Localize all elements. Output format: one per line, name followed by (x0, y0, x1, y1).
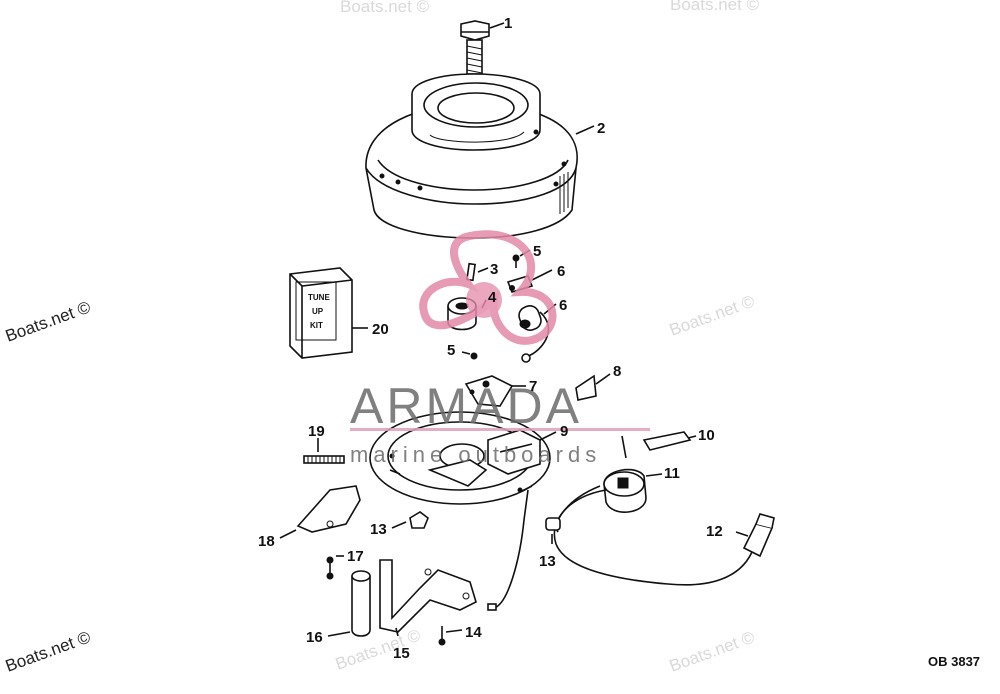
watermark-site: Boats.net © (667, 291, 758, 339)
screw-lower (470, 352, 478, 360)
condenser (518, 305, 550, 363)
watermark-site: Boats.net © (3, 627, 94, 675)
callout-7: 7 (529, 378, 537, 395)
screw-14 (438, 626, 446, 646)
throttle-link (379, 559, 477, 633)
callout-18: 18 (258, 533, 275, 550)
watermark-site: Boats.net © (667, 627, 758, 675)
kit-label-line3: KIT (310, 321, 323, 330)
callout-3: 3 (490, 261, 498, 278)
callout-9: 9 (560, 423, 568, 440)
callout-13: 13 (539, 553, 556, 570)
armature-plate (369, 411, 551, 505)
callout-8: 8 (613, 363, 621, 380)
callout-20: 20 (372, 321, 389, 338)
flywheel-bolt (460, 20, 490, 75)
watermark-site: Boats.net © (670, 0, 760, 14)
throttle-cam (296, 485, 361, 533)
sleeve (351, 570, 371, 637)
callout-16: 16 (306, 629, 323, 646)
watermark-site: Boats.net © (340, 0, 430, 16)
felt-wick (575, 374, 597, 401)
grommet-right (545, 517, 561, 531)
callout-6: 6 (559, 297, 567, 314)
callout-labels: 1 2 3 4 5 5 6 6 7 8 9 10 11 12 13 13 14 … (258, 15, 723, 662)
ground-wire (487, 489, 529, 611)
brand-subtitle: marine outboards (350, 442, 601, 467)
callout-15: 15 (393, 645, 410, 662)
breaker-point-assembly (464, 375, 514, 407)
armada-watermark: ARMADA marine outboards (350, 230, 650, 467)
ignition-coil (603, 435, 647, 513)
callout-5: 5 (533, 243, 541, 260)
spark-plug-boot (742, 513, 775, 558)
callout-6: 6 (557, 263, 565, 280)
spring (303, 455, 345, 464)
kit-label-line2: UP (312, 307, 324, 316)
callout-1: 1 (504, 15, 512, 32)
callout-5: 5 (447, 342, 455, 359)
spring-clip (642, 431, 692, 451)
brand-name: ARMADA (350, 378, 582, 434)
grommet-left (409, 511, 429, 529)
callout-13: 13 (370, 521, 387, 538)
leader-lines (279, 22, 749, 637)
callout-19: 19 (308, 423, 325, 440)
drawing-id: OB 3837 (928, 654, 980, 669)
callout-2: 2 (597, 120, 605, 137)
watermark-site: Boats.net © (3, 297, 94, 345)
callout-4: 4 (488, 289, 497, 306)
callout-10: 10 (698, 427, 715, 444)
screw-17 (326, 556, 334, 580)
screw-upper (512, 254, 520, 268)
callout-17: 17 (347, 548, 364, 565)
callout-12: 12 (706, 523, 723, 540)
callout-11: 11 (664, 465, 680, 482)
kit-label-line1: TUNE (308, 293, 330, 302)
tune-up-kit: TUNE UP KIT (289, 267, 353, 359)
flywheel (365, 73, 578, 239)
callout-14: 14 (465, 624, 482, 641)
